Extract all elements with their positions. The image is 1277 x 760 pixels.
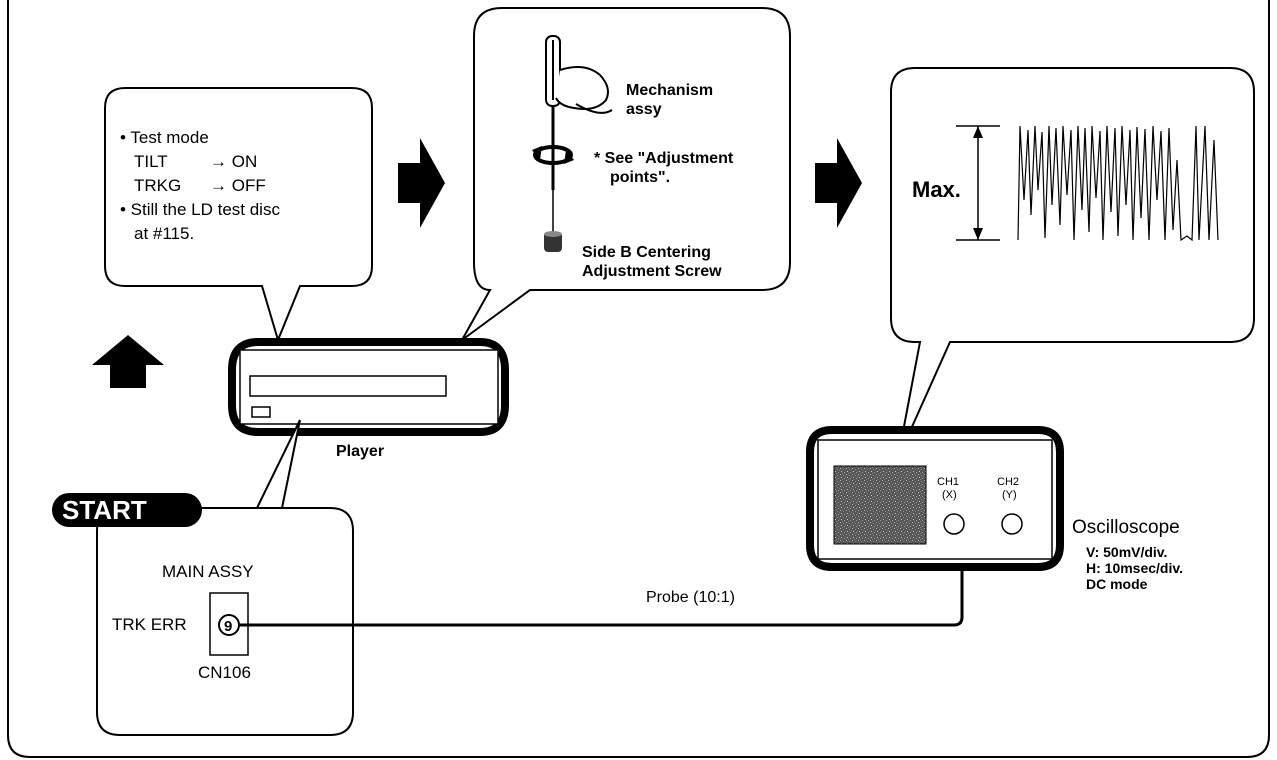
pin-9	[218, 614, 240, 636]
still-disc-line: • Still the LD test disc	[120, 200, 280, 219]
tilt-value: → ON	[210, 152, 257, 171]
test-mode-bubble: • Test mode TILT → ON TRKG → OFF • Still…	[104, 87, 373, 344]
pin-number: 9	[224, 618, 232, 635]
player-label: Player	[336, 443, 384, 460]
trkg-value: → OFF	[210, 176, 266, 195]
ch1-label: CH1	[937, 476, 959, 488]
ch2-input-jack	[1001, 513, 1023, 535]
ch2-sub-label: (Y)	[1002, 489, 1017, 501]
max-label: Max.	[912, 177, 961, 202]
screw-label-1: Side B Centering	[582, 244, 711, 261]
trk-err-label: TRK ERR	[112, 615, 187, 634]
connector-bubble: START MAIN ASSY TRK ERR 9 CN106	[52, 419, 354, 736]
dc-mode: DC mode	[1086, 576, 1148, 592]
see-adjustment-1: * See "Adjustment	[594, 150, 734, 167]
ch1-input-jack	[943, 513, 965, 535]
tilt-label: TILT	[134, 152, 168, 171]
scope-screen	[833, 465, 927, 545]
player-device: Player	[228, 338, 509, 460]
waveform-bubble: Max.	[890, 67, 1255, 459]
main-assy-label: MAIN ASSY	[162, 562, 254, 581]
probe-cable	[240, 537, 964, 627]
trkg-label: TRKG	[134, 176, 181, 195]
test-mode-line1: • Test mode	[120, 128, 209, 147]
adjustment-screw-icon	[544, 231, 562, 252]
cn106-label: CN106	[198, 663, 251, 682]
arrow-right-icon	[398, 138, 445, 228]
see-adjustment-2: points".	[610, 169, 670, 186]
probe-label: Probe (10:1)	[646, 589, 735, 606]
mechanism-bubble: Mechanism assy * See "Adjustment points"…	[461, 7, 791, 341]
screw-label-2: Adjustment Screw	[582, 263, 722, 280]
oscilloscope-device: CH1 (X) CH2 (Y)	[806, 426, 1064, 571]
mechanism-label-1: Mechanism	[626, 82, 713, 99]
rotate-icon	[532, 145, 574, 165]
tracking-error-waveform	[1017, 125, 1219, 242]
arrow-right-icon	[815, 138, 862, 228]
ch2-label: CH2	[997, 476, 1019, 488]
mechanism-label-2: assy	[626, 101, 662, 118]
hand-screwdriver-icon	[545, 35, 613, 232]
oscilloscope-label: Oscilloscope	[1072, 517, 1180, 538]
start-badge: START	[62, 495, 147, 525]
ch1-sub-label: (X)	[942, 489, 957, 501]
v-setting: V: 50mV/div.	[1086, 544, 1167, 560]
outer-frame	[7, 0, 1270, 758]
at-115-line: at #115.	[134, 224, 194, 243]
arrow-up-icon	[92, 335, 164, 388]
start-badge-bg	[52, 493, 202, 527]
h-setting: H: 10msec/div.	[1086, 560, 1183, 576]
